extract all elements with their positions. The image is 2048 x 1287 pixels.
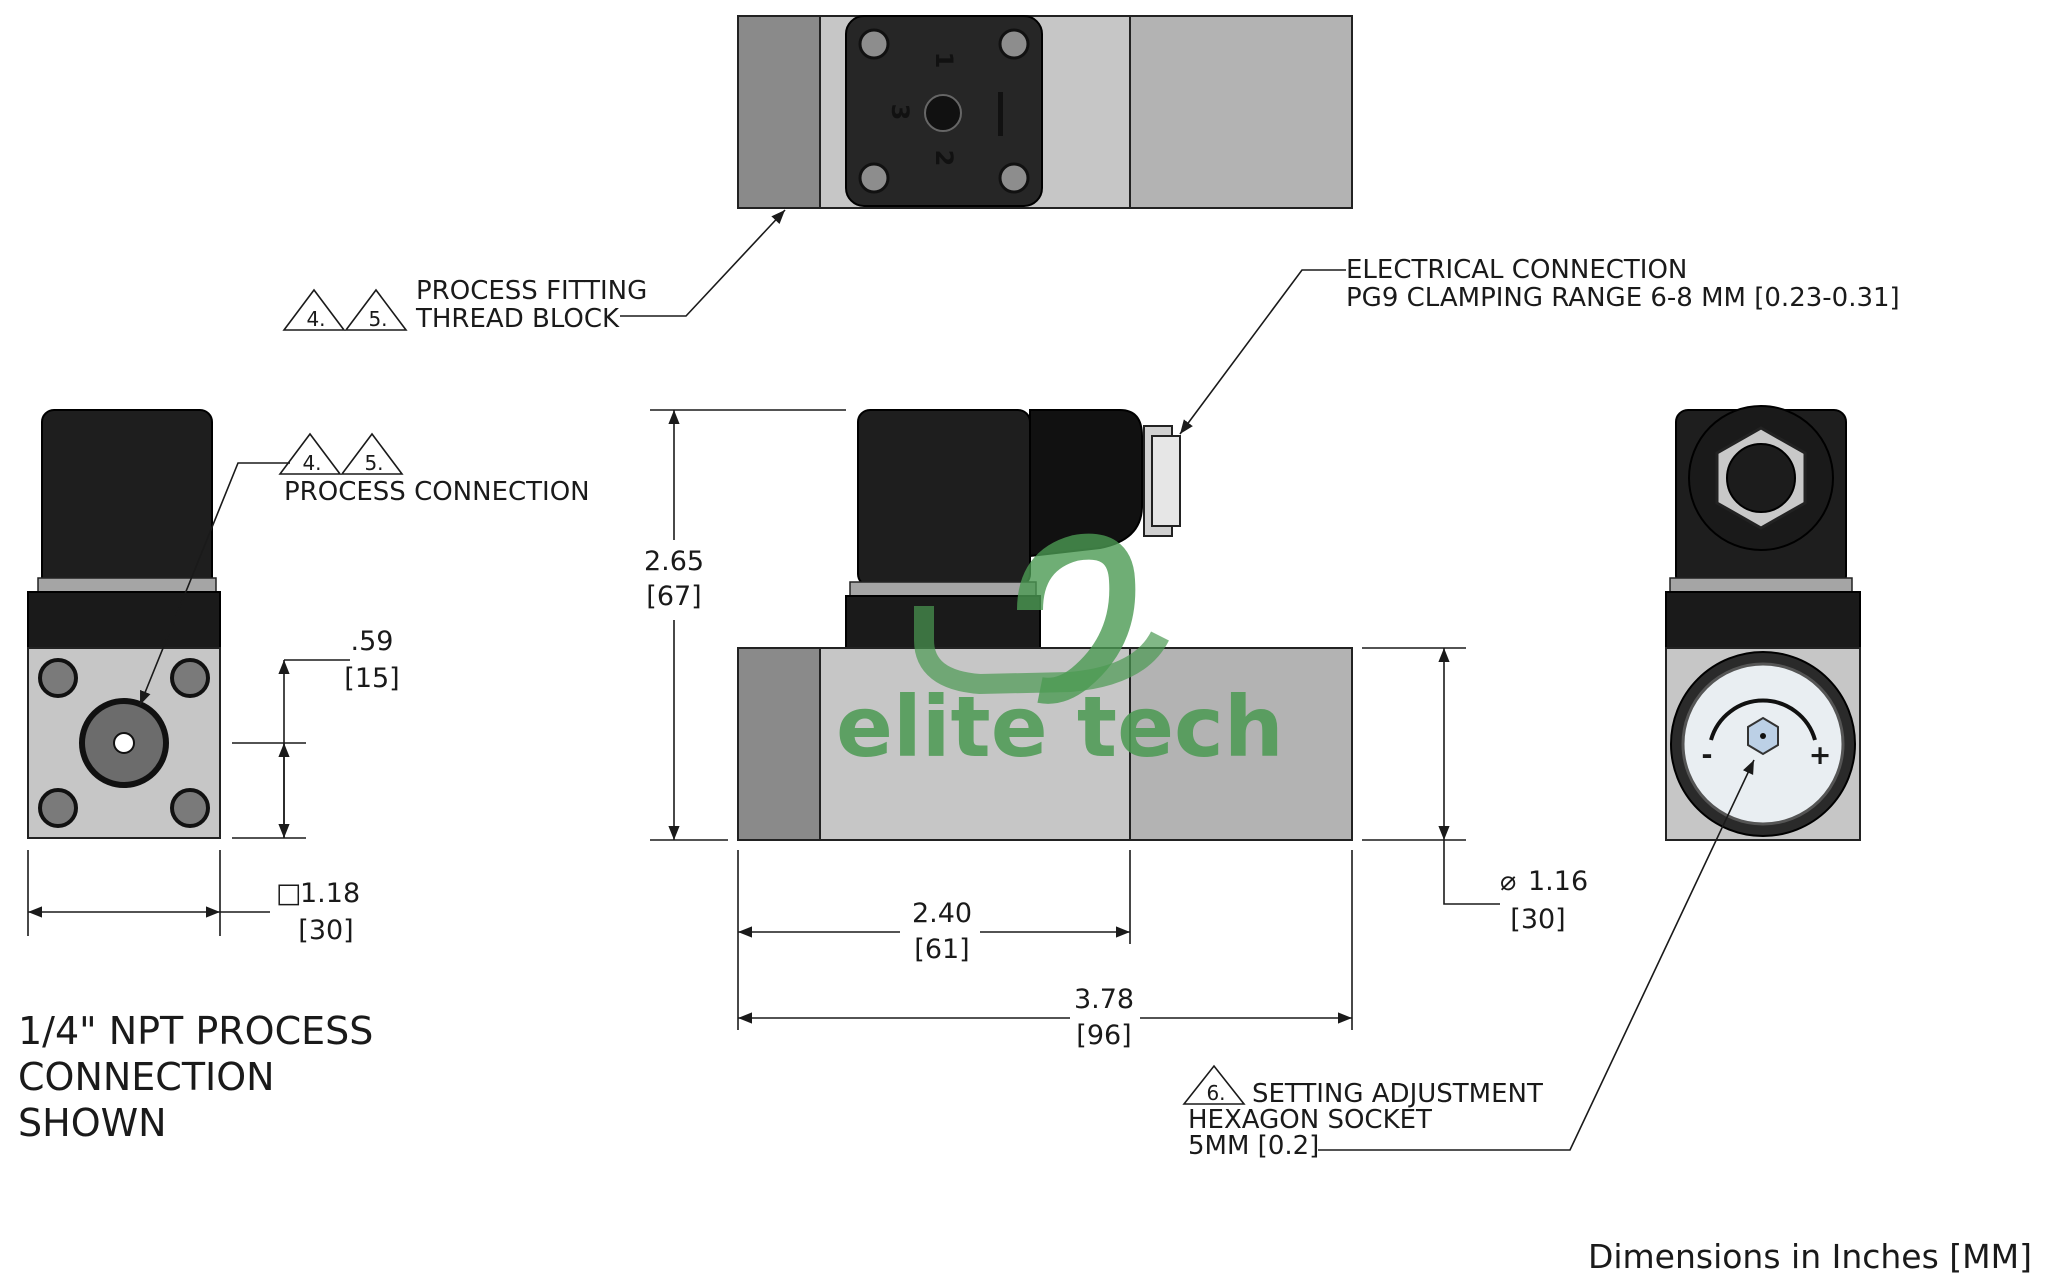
marker-6: 6. xyxy=(1206,1081,1225,1105)
hexagon-socket-label: HEXAGON SOCKET xyxy=(1188,1105,1432,1135)
overall-length-inch: 3.78 xyxy=(1074,984,1134,1015)
height-mm: [67] xyxy=(646,581,701,612)
overall-length-mm: [96] xyxy=(1076,1020,1131,1051)
diameter-mm: [30] xyxy=(1510,904,1565,935)
top-view: 1 2 3 xyxy=(620,15,1353,317)
thread-block-length-mm: [61] xyxy=(914,934,969,965)
clamping-range-label: PG9 CLAMPING RANGE 6-8 MM [0.23-0.31] xyxy=(1346,283,1900,313)
dim-square-width: □ 1.18 [30] xyxy=(27,850,360,946)
note-line-1: 1/4" NPT PROCESS xyxy=(18,1009,373,1053)
marker-4: 4. xyxy=(302,451,321,475)
diameter-inch: 1.16 xyxy=(1528,866,1588,897)
height-inch: 2.65 xyxy=(644,546,704,577)
process-fitting-label: PROCESS FITTING xyxy=(416,276,647,306)
pin-1-label: 1 xyxy=(930,52,958,69)
front-view xyxy=(737,409,1353,841)
note-line-2: CONNECTION xyxy=(18,1055,275,1099)
watermark: elite tech xyxy=(836,533,1284,776)
dim-diameter: ⌀ 1.16 [30] xyxy=(1362,647,1588,935)
dim-port-offset: .59 [15] xyxy=(232,626,400,839)
square-width-mm: [30] xyxy=(298,915,353,946)
marker-5: 5. xyxy=(364,451,383,475)
minus-sign: - xyxy=(1701,740,1712,771)
pin-2-label: 2 xyxy=(930,150,958,167)
socket-size-label: 5MM [0.2] xyxy=(1188,1131,1319,1161)
watermark-text: elite tech xyxy=(836,678,1284,776)
setting-adjustment-label: SETTING ADJUSTMENT xyxy=(1252,1079,1543,1109)
square-width-inch: 1.18 xyxy=(300,878,360,909)
callout-electrical-connection: ELECTRICAL CONNECTION PG9 CLAMPING RANGE… xyxy=(1179,255,1900,435)
units-note: Dimensions in Inches [MM] xyxy=(1588,1237,2032,1276)
dim-thread-block-length: 2.40 [61] xyxy=(737,850,1131,1030)
callout-process-connection: 4. 5. PROCESS CONNECTION xyxy=(278,432,590,507)
port-offset-mm: [15] xyxy=(344,663,399,694)
square-symbol: □ xyxy=(276,878,302,909)
pin-3-label: 3 xyxy=(886,104,914,121)
diameter-symbol: ⌀ xyxy=(1500,866,1516,897)
marker-4: 4. xyxy=(306,307,325,331)
right-end-view: - + xyxy=(1665,405,1861,841)
marker-5: 5. xyxy=(368,307,387,331)
dim-overall-length: 3.78 [96] xyxy=(738,850,1353,1051)
callout-process-fitting: 4. 5. PROCESS FITTING THREAD BLOCK xyxy=(282,276,647,334)
connector-face: 1 2 3 xyxy=(845,15,1043,207)
plus-sign: + xyxy=(1809,740,1832,771)
thread-block-label: THREAD BLOCK xyxy=(415,304,620,334)
process-connection-note: 1/4" NPT PROCESS CONNECTION SHOWN xyxy=(18,1009,373,1145)
process-connection-label: PROCESS CONNECTION xyxy=(284,477,590,507)
callout-setting-adjustment: 6. SETTING ADJUSTMENT HEXAGON SOCKET 5MM… xyxy=(1182,759,1755,1161)
ground-pin-bar xyxy=(998,92,1003,136)
dim-height: 2.65 [67] xyxy=(644,409,846,841)
note-line-3: SHOWN xyxy=(18,1101,167,1145)
left-end-view xyxy=(27,409,290,839)
electrical-connection-label: ELECTRICAL CONNECTION xyxy=(1346,255,1687,285)
port-offset-inch: .59 xyxy=(351,626,394,657)
thread-block-length-inch: 2.40 xyxy=(912,898,972,929)
